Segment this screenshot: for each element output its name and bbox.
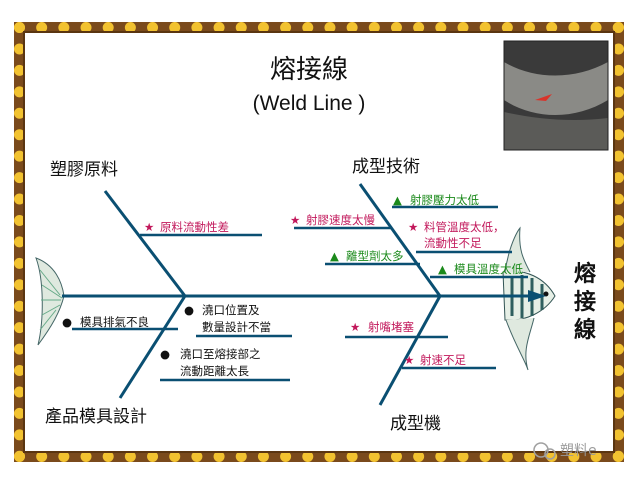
cause-mold-temp: 模具溫度太低 bbox=[454, 262, 523, 276]
cause-shot-insufficient: 射速不足 bbox=[420, 353, 466, 367]
bone-mold bbox=[118, 295, 187, 399]
cause-barrel-temp-line1: 料管溫度太低， bbox=[424, 220, 505, 234]
dot-marker: ● bbox=[184, 303, 194, 317]
watermark: 塑料e bbox=[533, 442, 597, 460]
category-machine: 成型機 bbox=[390, 414, 441, 434]
dot-marker: ● bbox=[62, 315, 72, 329]
dot-marker: ● bbox=[160, 347, 170, 361]
cause-gate-position-line1: 澆口位置及 bbox=[202, 303, 260, 317]
cause-venting: 模具排氣不良 bbox=[80, 315, 149, 329]
title-chinese: 熔接線 bbox=[270, 55, 348, 85]
watermark-text: 塑料e bbox=[560, 443, 597, 459]
fish-tail bbox=[35, 257, 65, 346]
head-label-3: 線 bbox=[574, 317, 596, 343]
cause-barrel-temp-line2: 流動性不足 bbox=[424, 236, 482, 250]
star-marker: ★ bbox=[144, 220, 154, 234]
spine-arrowhead bbox=[528, 290, 546, 302]
category-material: 塑膠原料 bbox=[50, 160, 118, 180]
head-label-2: 接 bbox=[574, 290, 596, 315]
triangle-marker: ▲ bbox=[330, 249, 339, 263]
cause-injection-speed: 射膠速度太慢 bbox=[306, 213, 375, 227]
star-marker: ★ bbox=[404, 353, 414, 367]
cause-gate-distance-line2: 流動距離太長 bbox=[180, 364, 249, 378]
cause-gate-distance-line1: 澆口至熔接部之 bbox=[180, 347, 261, 361]
cause-gate-position-line2: 數量設計不當 bbox=[202, 320, 271, 334]
category-mold: 產品模具設計 bbox=[45, 407, 147, 427]
title-english: (Weld Line ) bbox=[253, 92, 366, 115]
weld-line-photo bbox=[503, 40, 609, 151]
category-technique: 成型技術 bbox=[352, 157, 420, 177]
cause-injection-pressure: 射膠壓力太低 bbox=[410, 193, 479, 207]
cause-nozzle-blocked: 射嘴堵塞 bbox=[368, 320, 414, 334]
bone-machine bbox=[378, 295, 442, 406]
bone-technique bbox=[358, 183, 442, 297]
cause-release-agent: 離型劑太多 bbox=[346, 249, 404, 263]
bone-material bbox=[103, 190, 187, 297]
star-marker: ★ bbox=[350, 320, 360, 334]
triangle-marker: ▲ bbox=[393, 193, 402, 207]
triangle-marker: ▲ bbox=[438, 262, 447, 276]
star-marker: ★ bbox=[290, 213, 300, 227]
star-marker: ★ bbox=[408, 220, 418, 234]
cause-material-flow: 原料流動性差 bbox=[160, 220, 229, 234]
head-label-1: 熔 bbox=[574, 261, 597, 287]
